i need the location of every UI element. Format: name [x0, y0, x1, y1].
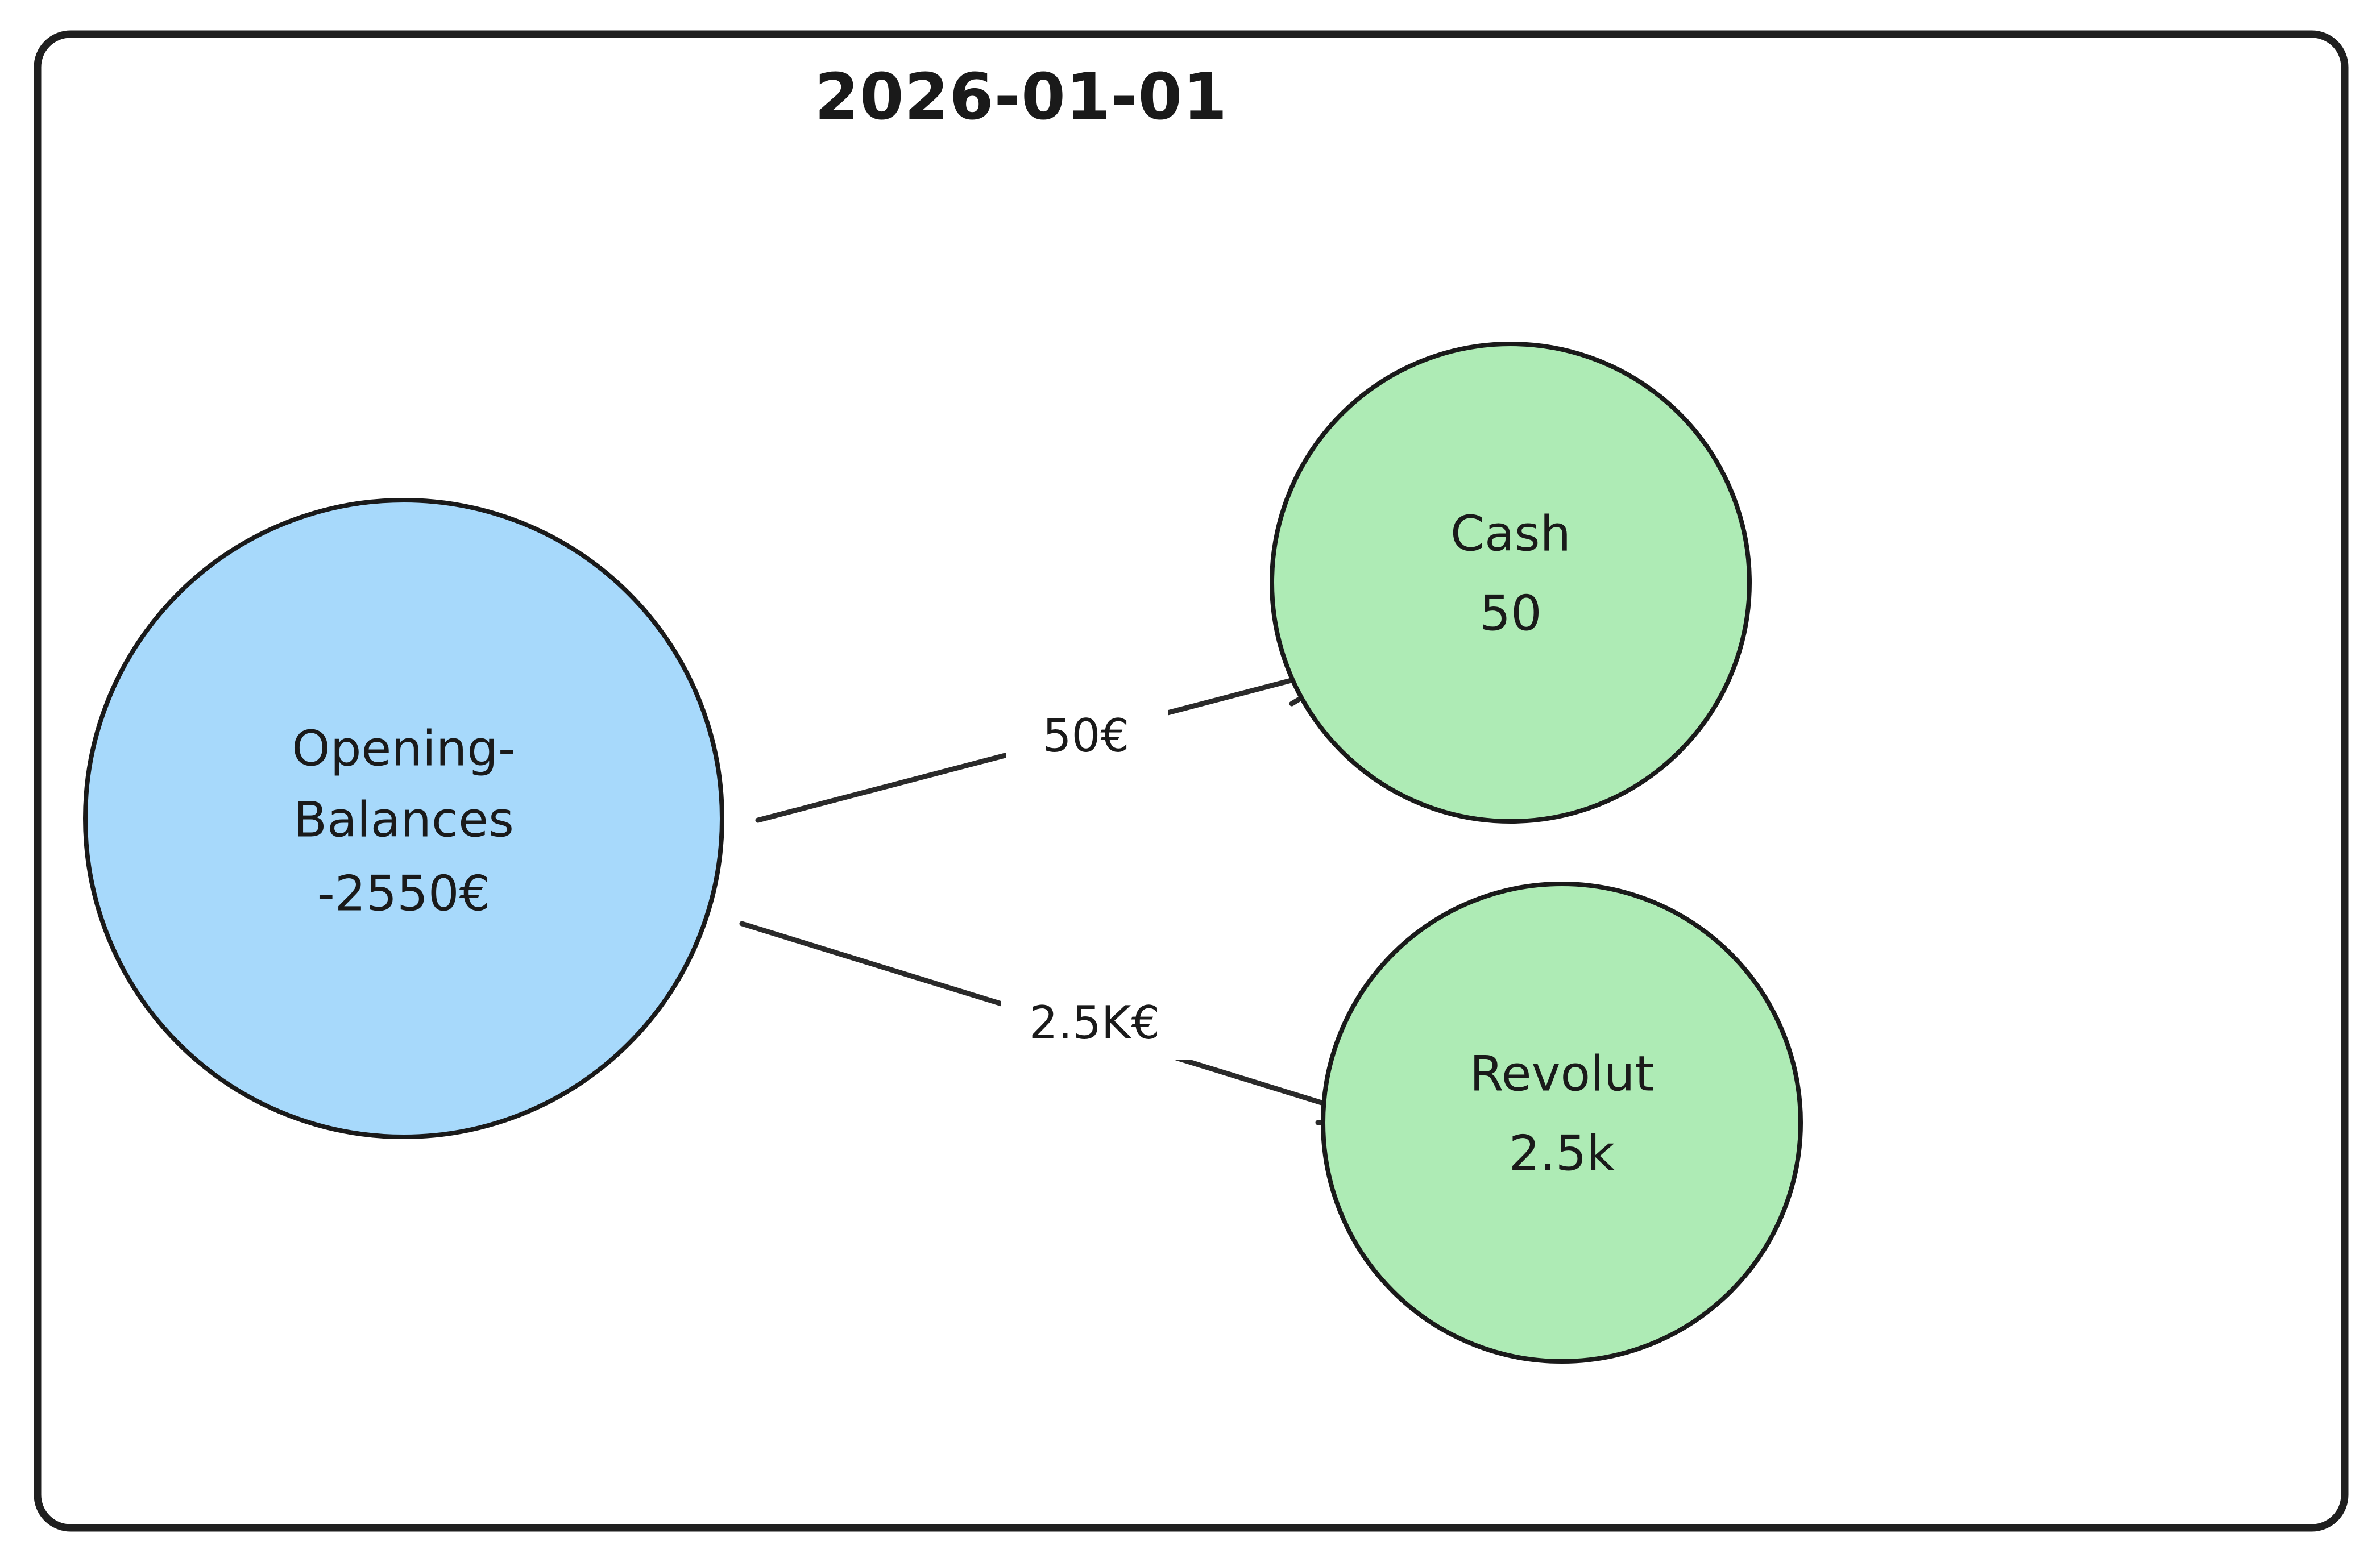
node-label-amount: 50 — [1479, 585, 1541, 642]
edge-label: 2.5K€ — [1029, 996, 1160, 1049]
node-revolut[interactable]: Revolut 2.5k — [1321, 882, 1803, 1364]
node-circle[interactable] — [1321, 882, 1803, 1364]
edge-label-backdrop — [1001, 992, 1194, 1060]
node-circle[interactable] — [1270, 342, 1752, 824]
edge-opening-to-cash: 50€ — [755, 639, 1361, 823]
node-label-line-1: Opening- — [292, 720, 516, 777]
node-label-name: Cash — [1450, 505, 1571, 562]
node-label-amount: -2550€ — [317, 865, 491, 922]
node-cash[interactable]: Cash 50 — [1270, 342, 1752, 824]
diagram-frame — [34, 30, 2349, 1532]
node-label-line-2: Balances — [293, 791, 514, 848]
diagram-title: 2026-01-01 — [815, 60, 1228, 134]
node-label-name: Revolut — [1470, 1045, 1654, 1102]
edge-opening-to-revolut: 2.5K€ — [739, 921, 1421, 1131]
node-opening-balances[interactable]: Opening- Balances -2550€ — [83, 498, 724, 1139]
node-label-amount: 2.5k — [1509, 1125, 1615, 1182]
edge-label-backdrop — [1006, 705, 1168, 773]
edge-label: 50€ — [1043, 709, 1130, 762]
node-circle[interactable] — [83, 498, 724, 1139]
